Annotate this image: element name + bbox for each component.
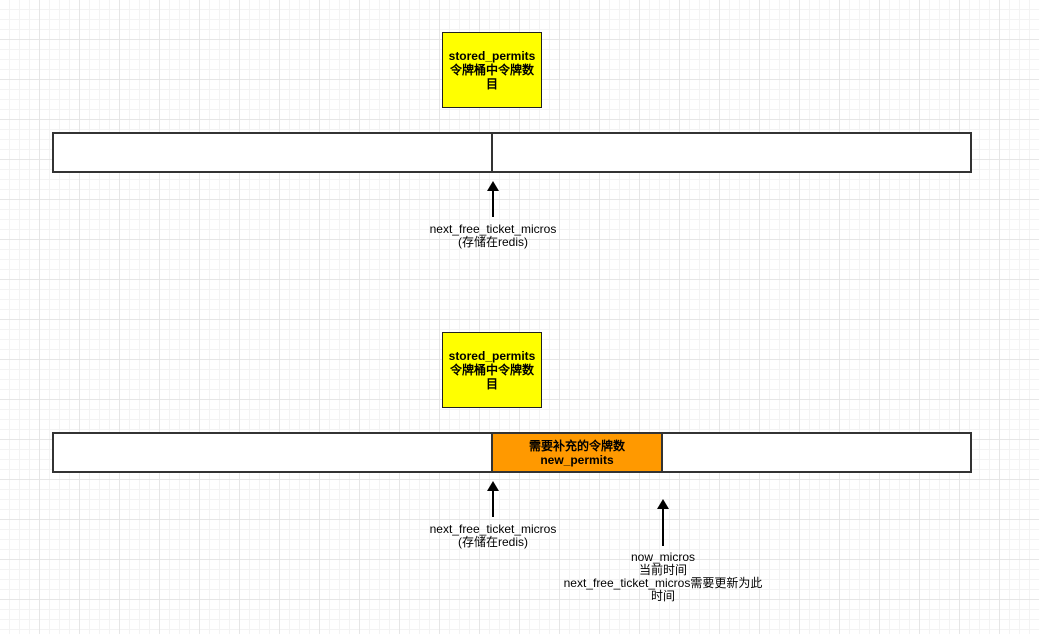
next-free-ticket-label-top: next_free_ticket_micros (存储在redis) (429, 222, 557, 249)
now-micros-label: now_micros 当前时间 next_free_ticket_micros需… (563, 550, 763, 603)
new-permits-segment[interactable]: 需要补充的令牌数 new_permits (491, 432, 663, 473)
token-bucket-bar-top[interactable] (52, 132, 972, 173)
up-arrow-icon[interactable] (657, 499, 669, 546)
up-arrow-icon[interactable] (487, 181, 499, 217)
arrow-shaft (492, 485, 494, 517)
up-arrow-icon[interactable] (487, 481, 499, 517)
bar-divider-top (491, 132, 493, 173)
arrow-shaft (662, 503, 664, 546)
stored-permits-note-top[interactable]: stored_permits 令牌桶中令牌数 目 (442, 32, 542, 108)
next-free-ticket-label-bottom: next_free_ticket_micros (存储在redis) (429, 522, 557, 549)
stored-permits-note-bottom[interactable]: stored_permits 令牌桶中令牌数 目 (442, 332, 542, 408)
arrow-shaft (492, 185, 494, 217)
